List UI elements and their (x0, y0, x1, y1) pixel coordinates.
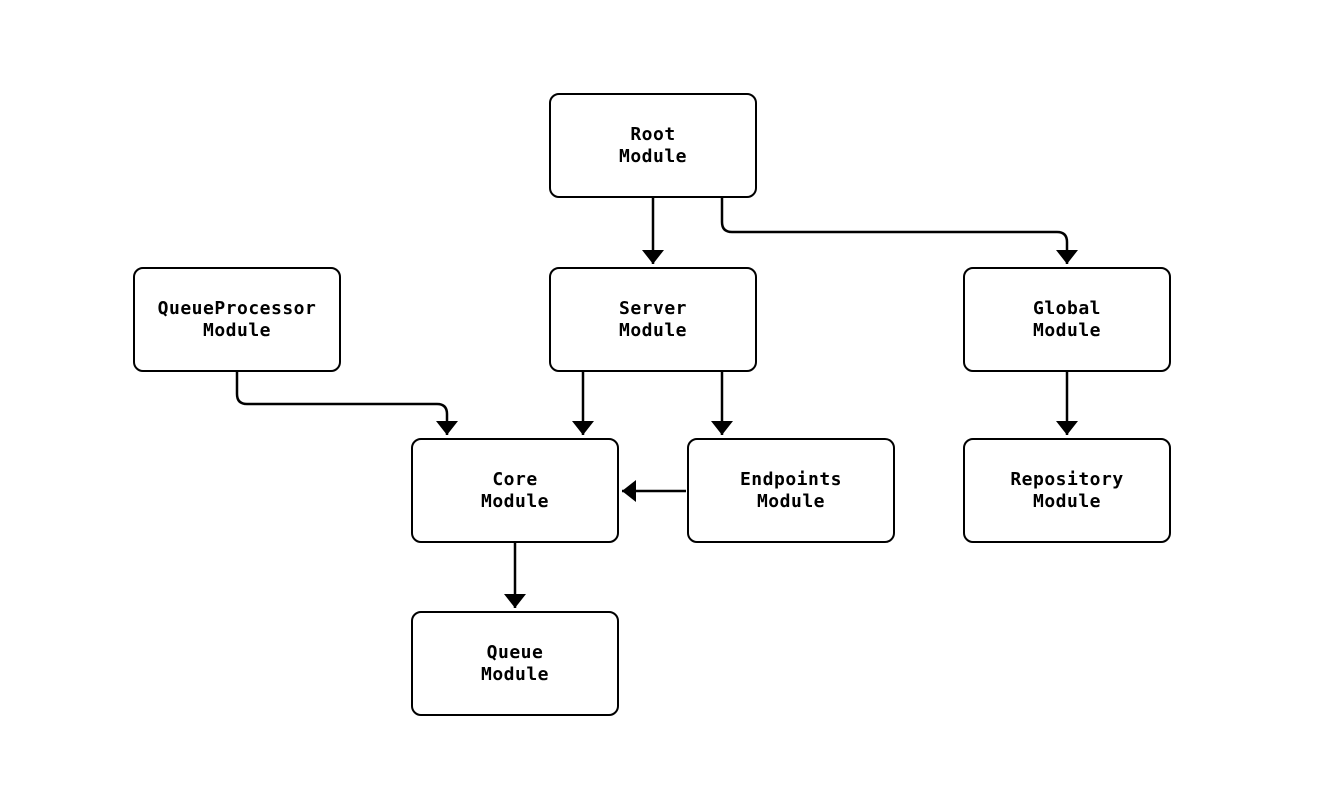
node-endpoints-module: Endpoints Module (687, 438, 895, 543)
node-queue-module-label: Queue Module (480, 641, 550, 685)
node-queue-module: Queue Module (411, 611, 619, 716)
node-global-module: Global Module (963, 267, 1171, 372)
node-global-module-label: Global Module (1032, 297, 1102, 341)
node-endpoints-module-label: Endpoints Module (739, 468, 843, 512)
edge-root-to-global (720, 198, 1078, 264)
node-core-module-label: Core Module (480, 468, 550, 512)
node-queueprocessor-module-label: QueueProcessor Module (157, 297, 317, 341)
edge-queueprocessor-to-core (235, 372, 458, 435)
node-root-module-label: Root Module (618, 123, 688, 167)
node-root-module: Root Module (549, 93, 757, 198)
node-core-module: Core Module (411, 438, 619, 543)
node-repository-module-label: Repository Module (1010, 468, 1124, 512)
node-server-module: Server Module (549, 267, 757, 372)
node-server-module-label: Server Module (618, 297, 688, 341)
node-queueprocessor-module: QueueProcessor Module (133, 267, 341, 372)
node-repository-module: Repository Module (963, 438, 1171, 543)
